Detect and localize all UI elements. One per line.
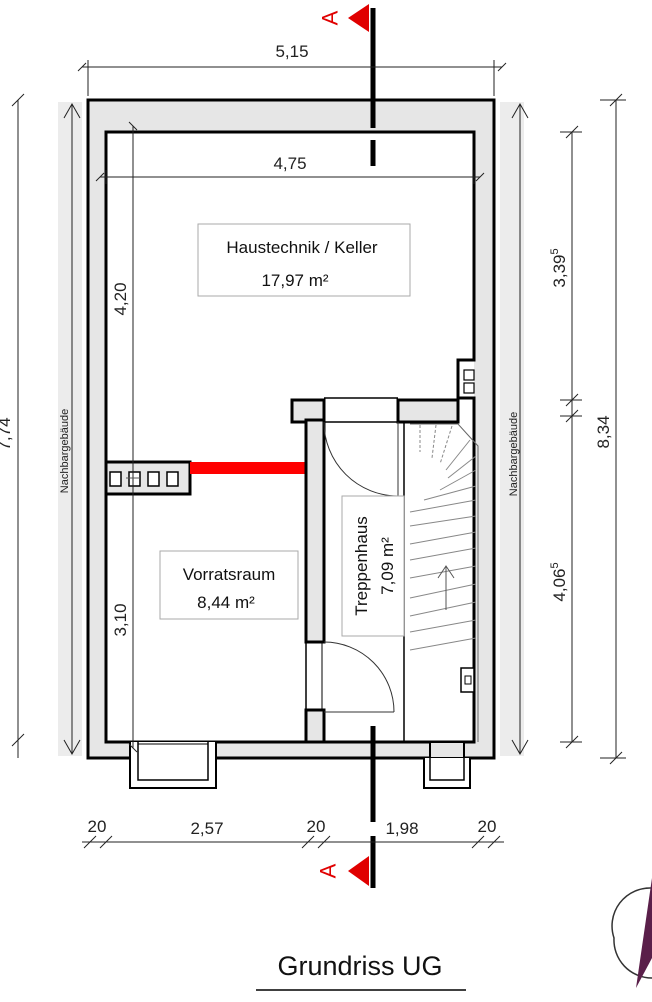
room-name-vorrat: Vorratsraum bbox=[183, 565, 276, 584]
dim-top-inner: 4,75 bbox=[273, 154, 306, 173]
light-well-right bbox=[423, 758, 471, 789]
dim-left-total: 7,74 bbox=[0, 417, 14, 450]
room-area-vorrat: 8,44 m² bbox=[197, 593, 255, 612]
room-label-frame-haustechnik bbox=[197, 223, 411, 297]
neighbor-label-right: Nachbargebäude bbox=[508, 412, 520, 496]
dim-bottom-20b: 20 bbox=[307, 817, 326, 836]
door-lower bbox=[305, 641, 395, 713]
dim-left-upper: 4,20 bbox=[111, 282, 130, 315]
neighbor-label-left: Nachbargebäude bbox=[59, 409, 71, 493]
dim-bottom-257: 2,57 bbox=[190, 819, 223, 838]
demolition-wall bbox=[190, 462, 308, 474]
room-area-haustechnik: 17,97 m² bbox=[261, 271, 328, 290]
partition-wall-horizontal bbox=[104, 460, 192, 496]
dim-bottom-20c: 20 bbox=[478, 817, 497, 836]
dim-left-lower: 3,10 bbox=[111, 603, 130, 636]
dim-top-outer: 5,15 bbox=[275, 42, 308, 61]
stairs bbox=[409, 423, 479, 742]
section-label-top: A bbox=[318, 10, 343, 25]
room-name-treppe: Treppenhaus bbox=[352, 516, 371, 616]
plan-title: Grundriss UG bbox=[277, 951, 442, 981]
dim-right-lower: 4,065 bbox=[549, 562, 569, 601]
section-label-bottom: A bbox=[316, 863, 341, 878]
section-arrow-bottom: A bbox=[316, 856, 369, 886]
door-upper bbox=[323, 397, 399, 497]
room-name-haustechnik: Haustechnik / Keller bbox=[226, 238, 378, 257]
section-arrow-top: A bbox=[318, 4, 369, 32]
room-label-frame-vorrat bbox=[159, 550, 299, 620]
dim-right-total: 8,34 bbox=[594, 415, 613, 448]
dim-right-upper: 3,395 bbox=[549, 248, 569, 287]
outer-wall bbox=[86, 98, 496, 760]
neighbor-strip-left bbox=[58, 102, 82, 756]
light-well-left bbox=[129, 742, 217, 789]
dimension-lines bbox=[11, 60, 626, 849]
room-area-treppe: 7,09 m² bbox=[378, 537, 397, 595]
dim-bottom-20a: 20 bbox=[88, 817, 107, 836]
dim-bottom-198: 1,98 bbox=[385, 819, 418, 838]
room-label-frame-treppe bbox=[341, 495, 405, 637]
staircase-walls bbox=[290, 369, 475, 759]
north-arrow-icon bbox=[611, 878, 652, 988]
